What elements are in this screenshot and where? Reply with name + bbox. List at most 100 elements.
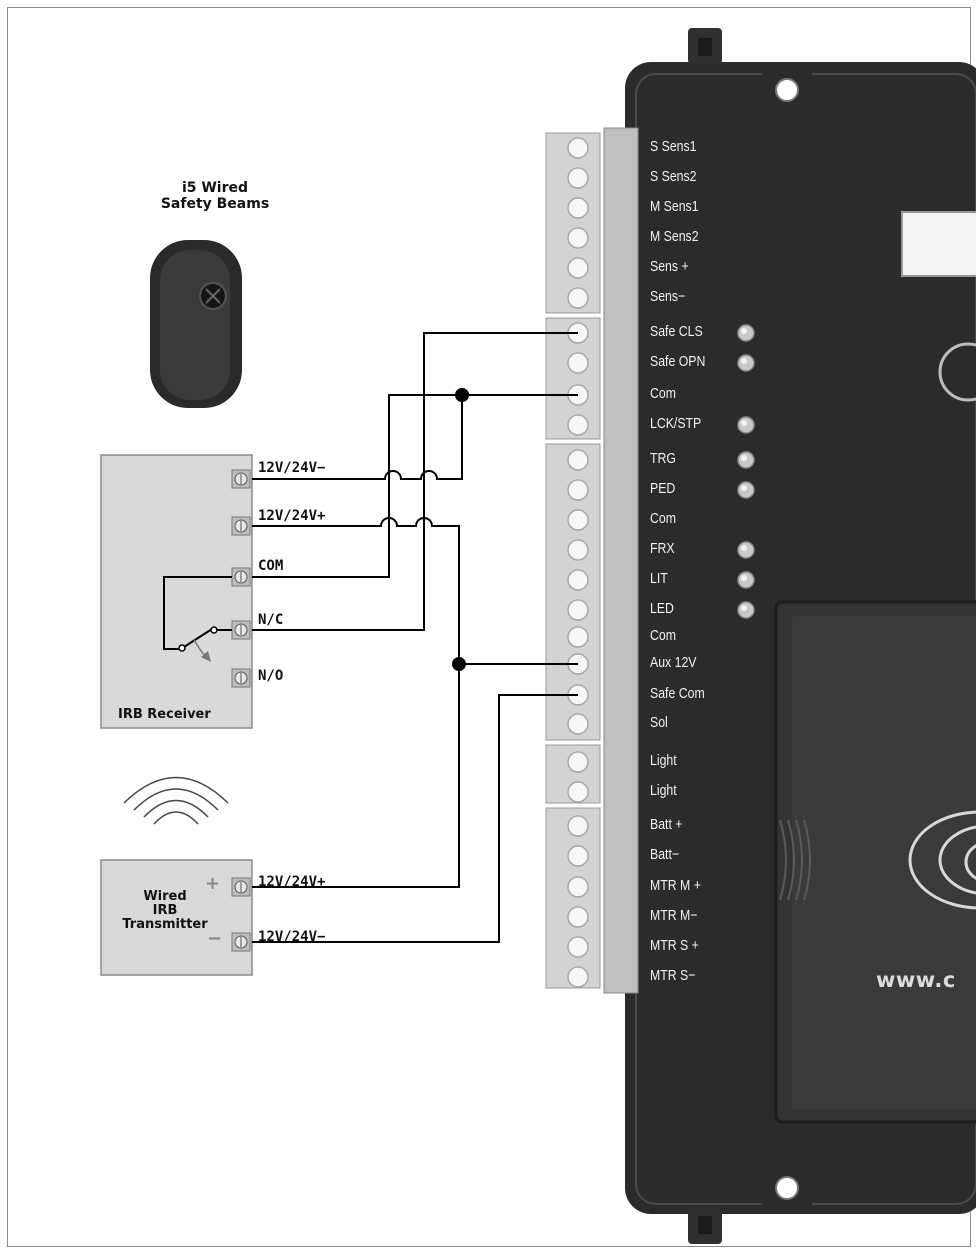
controller-terminal-label: Light (650, 782, 677, 799)
tx-minus-sign: − (207, 928, 223, 949)
terminal-screw-23 (567, 815, 589, 837)
relay-contact-b (210, 626, 218, 634)
terminal-screw-6 (567, 287, 589, 309)
wire-tx-negative (252, 694, 578, 943)
transmitter-caption-line1: Wired (143, 889, 187, 904)
relay-contact-a (178, 644, 186, 652)
indicator-led-highlight-4 (741, 455, 747, 461)
indicator-leds (737, 324, 755, 619)
controller-terminal-label: S Sens1 (650, 138, 697, 155)
controller-terminal-label: M Sens1 (650, 198, 699, 215)
controller-terminal-label: Sens− (650, 288, 686, 305)
rx-label-positive: 12V/24V+ (258, 508, 326, 524)
controller-terminal-label: MTR M + (650, 877, 701, 894)
indicator-led-highlight-6 (741, 545, 747, 551)
terminal-screw-1 (567, 137, 589, 159)
controller-terminal-label: Batt− (650, 846, 680, 863)
controller-terminal-label: Aux 12V (650, 654, 697, 671)
safety-beam-device (150, 240, 242, 408)
relay-arm (183, 628, 213, 648)
terminal-screw-26 (567, 906, 589, 928)
cover-ridges (779, 819, 811, 901)
terminal-screw-12 (567, 479, 589, 501)
receiver-terminals (231, 469, 251, 688)
terminal-screw-5 (567, 257, 589, 279)
terminal-screw-13 (567, 509, 589, 531)
controller-terminal-label: FRX (650, 540, 675, 557)
controller-terminal-label: Com (650, 385, 676, 402)
board-button (938, 342, 976, 402)
controller-terminal-label: MTR S− (650, 967, 696, 984)
irb-transmitter-box (100, 859, 253, 976)
bottom-clip-slot (698, 1216, 712, 1234)
controller-terminal-label: TRG (650, 450, 676, 467)
controller-terminal-label: MTR M− (650, 907, 698, 924)
transmitter-caption: Wired IRB Transmitter (100, 890, 230, 932)
rx-label-com: COM (258, 558, 284, 574)
terminal-screw-24 (567, 845, 589, 867)
indicator-led-highlight-2 (741, 358, 747, 364)
transmitter-terminals (231, 877, 251, 952)
indicator-led-highlight-1 (741, 328, 747, 334)
controller-terminal-label: Sol (650, 714, 668, 731)
beam-housing-highlight (160, 250, 230, 400)
controller-terminal-label: LED (650, 600, 674, 617)
terminal-screws (567, 137, 589, 988)
terminal-screw-16 (567, 599, 589, 621)
tx-label-positive: 12V/24V+ (258, 874, 326, 890)
controller-terminal-label: Com (650, 627, 676, 644)
terminal-strip (545, 127, 639, 994)
junction-dot-com (455, 388, 469, 402)
indicator-led-highlight-3 (741, 420, 747, 426)
terminal-screw-15 (567, 569, 589, 591)
wire-rx-negative (252, 395, 463, 480)
bottom-mount-hole (775, 1176, 799, 1200)
wiring (252, 332, 578, 943)
receiver-housing (100, 454, 253, 729)
brand-url: www.c (876, 968, 956, 992)
terminal-screw-10 (567, 414, 589, 436)
terminal-screw-27 (567, 936, 589, 958)
controller-terminal-label: Com (650, 510, 676, 527)
terminal-screw-4 (567, 227, 589, 249)
relay-wire (163, 576, 232, 650)
controller-terminal-label: Batt + (650, 816, 683, 833)
terminal-screw-20 (567, 713, 589, 735)
tx-plus-sign: + (205, 873, 221, 894)
controller-terminal-label: S Sens2 (650, 168, 697, 185)
transmitter-caption-line2: IRB (152, 903, 178, 918)
top-mount-hole (775, 78, 799, 102)
transmitter-housing (100, 859, 253, 976)
controller-terminal-label: LIT (650, 570, 668, 587)
rx-label-negative: 12V/24V− (258, 460, 326, 476)
terminal-header-bar (603, 127, 639, 994)
terminal-screw-22 (567, 781, 589, 803)
tx-label-negative: 12V/24V− (258, 929, 326, 945)
terminal-screw-28 (567, 966, 589, 988)
terminal-screw-17 (567, 626, 589, 648)
controller-terminal-label: Safe Com (650, 685, 705, 702)
signal-waves-icon (123, 776, 229, 825)
indicator-led-highlight-8 (741, 605, 747, 611)
beam-title-line1: i5 Wired (181, 180, 249, 196)
terminal-screw-3 (567, 197, 589, 219)
indicator-led-highlight-5 (741, 485, 747, 491)
controller-board (625, 28, 976, 1244)
rx-label-no: N/O (258, 668, 284, 684)
terminal-block-5 (545, 807, 601, 989)
transmitter-caption-line3: Transmitter (122, 917, 208, 932)
top-clip-slot (698, 38, 712, 56)
terminal-screw-8 (567, 352, 589, 374)
controller-terminal-label: LCK/STP (650, 415, 702, 432)
wire-rx-com-term (252, 572, 390, 578)
wire-rx-nc (252, 332, 578, 631)
beam-title: i5 Wired Safety Beams (140, 180, 290, 212)
terminal-screw-11 (567, 449, 589, 471)
irb-receiver-box (100, 454, 253, 729)
controller-terminal-label: Safe CLS (650, 323, 703, 340)
brand-logo (908, 810, 976, 910)
indicator-led-highlight-7 (741, 575, 747, 581)
terminal-screw-2 (567, 167, 589, 189)
controller-terminal-label: PED (650, 480, 676, 497)
